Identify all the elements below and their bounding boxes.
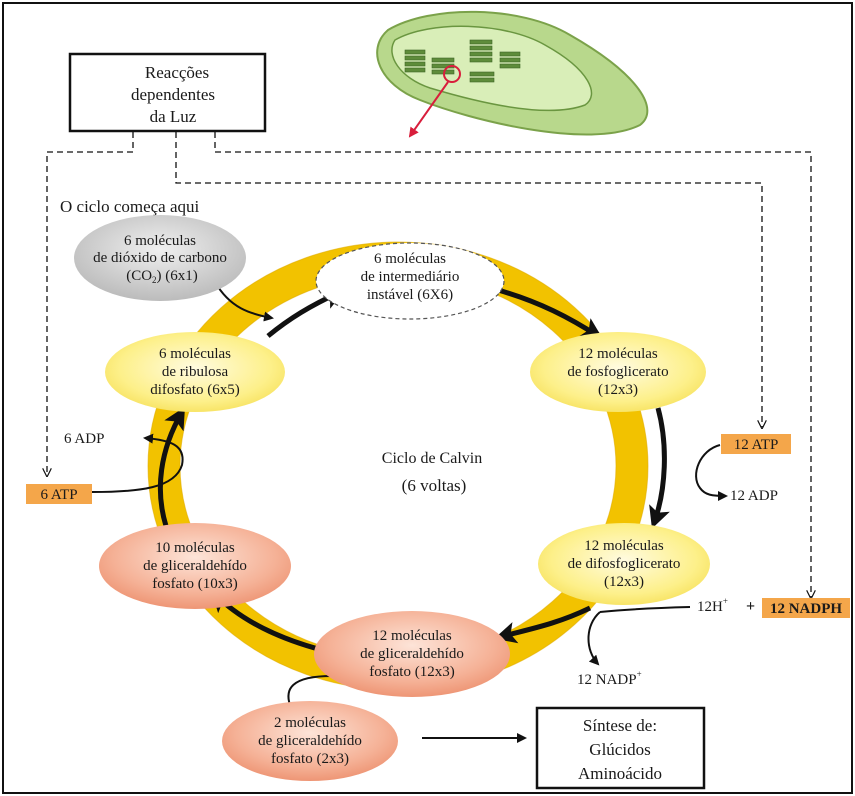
dpga-line1: 12 moléculas [584, 538, 664, 554]
light-box-line3: da Luz [150, 107, 197, 126]
g3p10-line1: 10 moléculas [155, 540, 235, 556]
synthesis-line3: Aminoácido [578, 764, 662, 783]
synthesis-box [535, 706, 706, 790]
chloroplast-pointer-arrow [408, 81, 449, 138]
atp6-badge [26, 484, 92, 504]
intermediate-line3: instável (6X6) [367, 287, 453, 303]
g3p12-line1: 12 moléculas [372, 628, 452, 644]
cycle-start-label: O ciclo começa aqui [60, 197, 200, 216]
g3p10-line3: fosfato (10x3) [152, 576, 237, 592]
intermediate-line1: 6 moléculas [374, 251, 446, 267]
dpga-line2: de difosfoglicerato [568, 556, 681, 572]
g3p2-line2: de gliceraldehído [258, 733, 362, 749]
rubp-line2: de ribulosa [162, 364, 229, 380]
co2-line2: de dióxido de carbono [93, 250, 227, 266]
nadp12-label: 12 NADP+ [577, 669, 642, 688]
co2-line3: (CO2) (6x1) [126, 268, 198, 285]
chloroplast-icon [376, 10, 649, 136]
adp12-label: 12 ADP [730, 488, 778, 504]
node-g3p12: 12 moléculas de gliceraldehído fosfato (… [314, 611, 510, 697]
node-dpga: 12 moléculas de difosfoglicerato (12x3) [538, 523, 710, 605]
rubp-line1: 6 moléculas [159, 346, 231, 362]
light-box-line1: Reacções [145, 63, 209, 82]
node-g3p10: 10 moléculas de gliceraldehído fosfato (… [99, 523, 291, 609]
synthesis-line2: Glúcidos [589, 740, 650, 759]
node-co2: 6 moléculas de dióxido de carbono (CO2) … [74, 215, 246, 301]
g3p12-line2: de gliceraldehído [360, 646, 464, 662]
atp6-label: 6 ATP [40, 487, 77, 503]
light-reactions-box [68, 52, 267, 133]
g3p2-line1: 2 moléculas [274, 715, 346, 731]
node-pga: 12 moléculas de fosfoglicerato (12x3) [530, 332, 706, 412]
atp12-label: 12 ATP [734, 437, 779, 453]
intermediate-line2: de intermediário [361, 269, 460, 285]
h12-label: 12H+ [697, 596, 728, 615]
g3p10-line2: de gliceraldehído [143, 558, 247, 574]
rubp-line3: difosfato (6x5) [150, 382, 240, 398]
dashed-connectors [47, 132, 811, 597]
node-g3p2: 2 moléculas de gliceraldehído fosfato (2… [222, 701, 398, 781]
pga-line1: 12 moléculas [578, 346, 658, 362]
nadph12-badge [762, 598, 850, 618]
plus-sign: + [746, 598, 755, 615]
node-rubp: 6 moléculas de ribulosa difosfato (6x5) [105, 332, 285, 412]
atp12-badge [721, 434, 791, 454]
pga-line2: de fosfoglicerato [567, 364, 668, 380]
dpga-line3: (12x3) [604, 574, 644, 590]
pga-line3: (12x3) [598, 382, 638, 398]
co2-line1: 6 moléculas [124, 233, 196, 249]
adp6-label: 6 ADP [64, 431, 104, 447]
synthesis-line1: Síntese de: [583, 716, 657, 735]
nadph12-label: 12 NADPH [770, 601, 842, 617]
node-intermediate: 6 moléculas de intermediário instável (6… [315, 242, 505, 320]
g3p2-line3: fosfato (2x3) [271, 751, 349, 767]
g3p12-line3: fosfato (12x3) [369, 664, 454, 680]
center-title: Ciclo de Calvin [382, 450, 482, 467]
center-turns: (6 voltas) [402, 476, 467, 495]
light-box-line2: dependentes [131, 85, 215, 104]
